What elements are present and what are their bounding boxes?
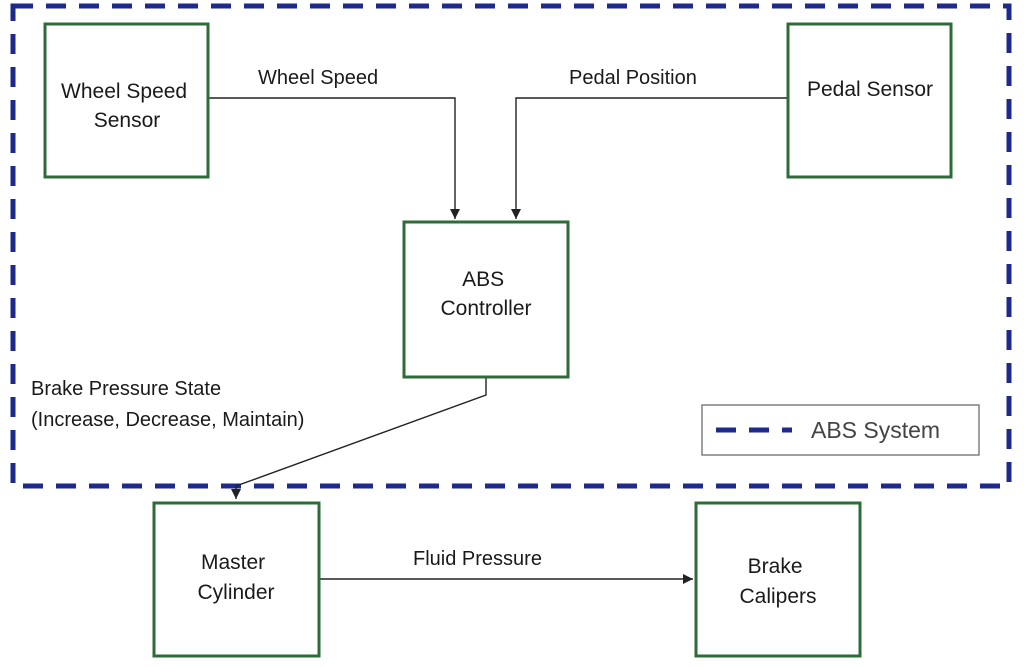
brake-pressure-edge-label: Brake Pressure State (Increase, Decrease…	[31, 378, 304, 431]
brake-pressure-edge-label-line1: Brake Pressure State	[31, 378, 221, 400]
pedal-sensor-block[interactable]: Pedal Sensor	[786, 22, 953, 179]
brake-calipers-label: Brake Calipers	[739, 555, 816, 608]
brake-calipers-block[interactable]: Brake Calipers	[694, 501, 862, 658]
fluid-pressure-edge-label: Fluid Pressure	[413, 548, 542, 570]
pedal-position-arrow	[511, 97, 788, 219]
abs-controller-label: ABS Controller	[440, 268, 531, 320]
abs-controller-box	[402, 220, 570, 379]
abs-system-boundary	[10, 3, 1012, 489]
wheel-speed-arrow	[208, 97, 460, 219]
wheel-speed-sensor-box	[43, 22, 210, 179]
legend-label: ABS System	[811, 417, 940, 443]
abs-controller-label-line1: ABS	[462, 268, 504, 291]
wheel-speed-sensor-label-line2: Sensor	[94, 109, 161, 132]
master-cylinder-label-line1: Master	[201, 551, 265, 574]
wheel-speed-sensor-block[interactable]: Wheel Speed Sensor	[43, 22, 210, 179]
abs-controller-label-line2: Controller	[440, 297, 531, 320]
brake-pressure-arrow	[231, 378, 487, 499]
master-cylinder-block[interactable]: Master Cylinder	[152, 501, 321, 658]
master-cylinder-box	[152, 501, 321, 658]
wheel-speed-edge-label: Wheel Speed	[258, 67, 378, 89]
wheel-speed-sensor-label-line1: Wheel Speed	[61, 80, 187, 103]
brake-calipers-label-line2: Calipers	[739, 585, 816, 608]
pedal-position-edge-label: Pedal Position	[569, 67, 697, 89]
wheel-speed-sensor-label: Wheel Speed Sensor	[61, 80, 193, 132]
brake-calipers-label-line1: Brake	[748, 555, 803, 578]
master-cylinder-label: Master Cylinder	[197, 551, 274, 604]
master-cylinder-label-line2: Cylinder	[197, 581, 274, 604]
abs-controller-block[interactable]: ABS Controller	[402, 220, 570, 379]
brake-calipers-box	[694, 501, 862, 658]
legend-box	[701, 404, 980, 456]
legend: ABS System	[701, 404, 980, 456]
brake-pressure-edge-label-line2: (Increase, Decrease, Maintain)	[31, 409, 304, 431]
pedal-sensor-box	[786, 22, 953, 179]
pedal-sensor-label: Pedal Sensor	[807, 78, 933, 101]
